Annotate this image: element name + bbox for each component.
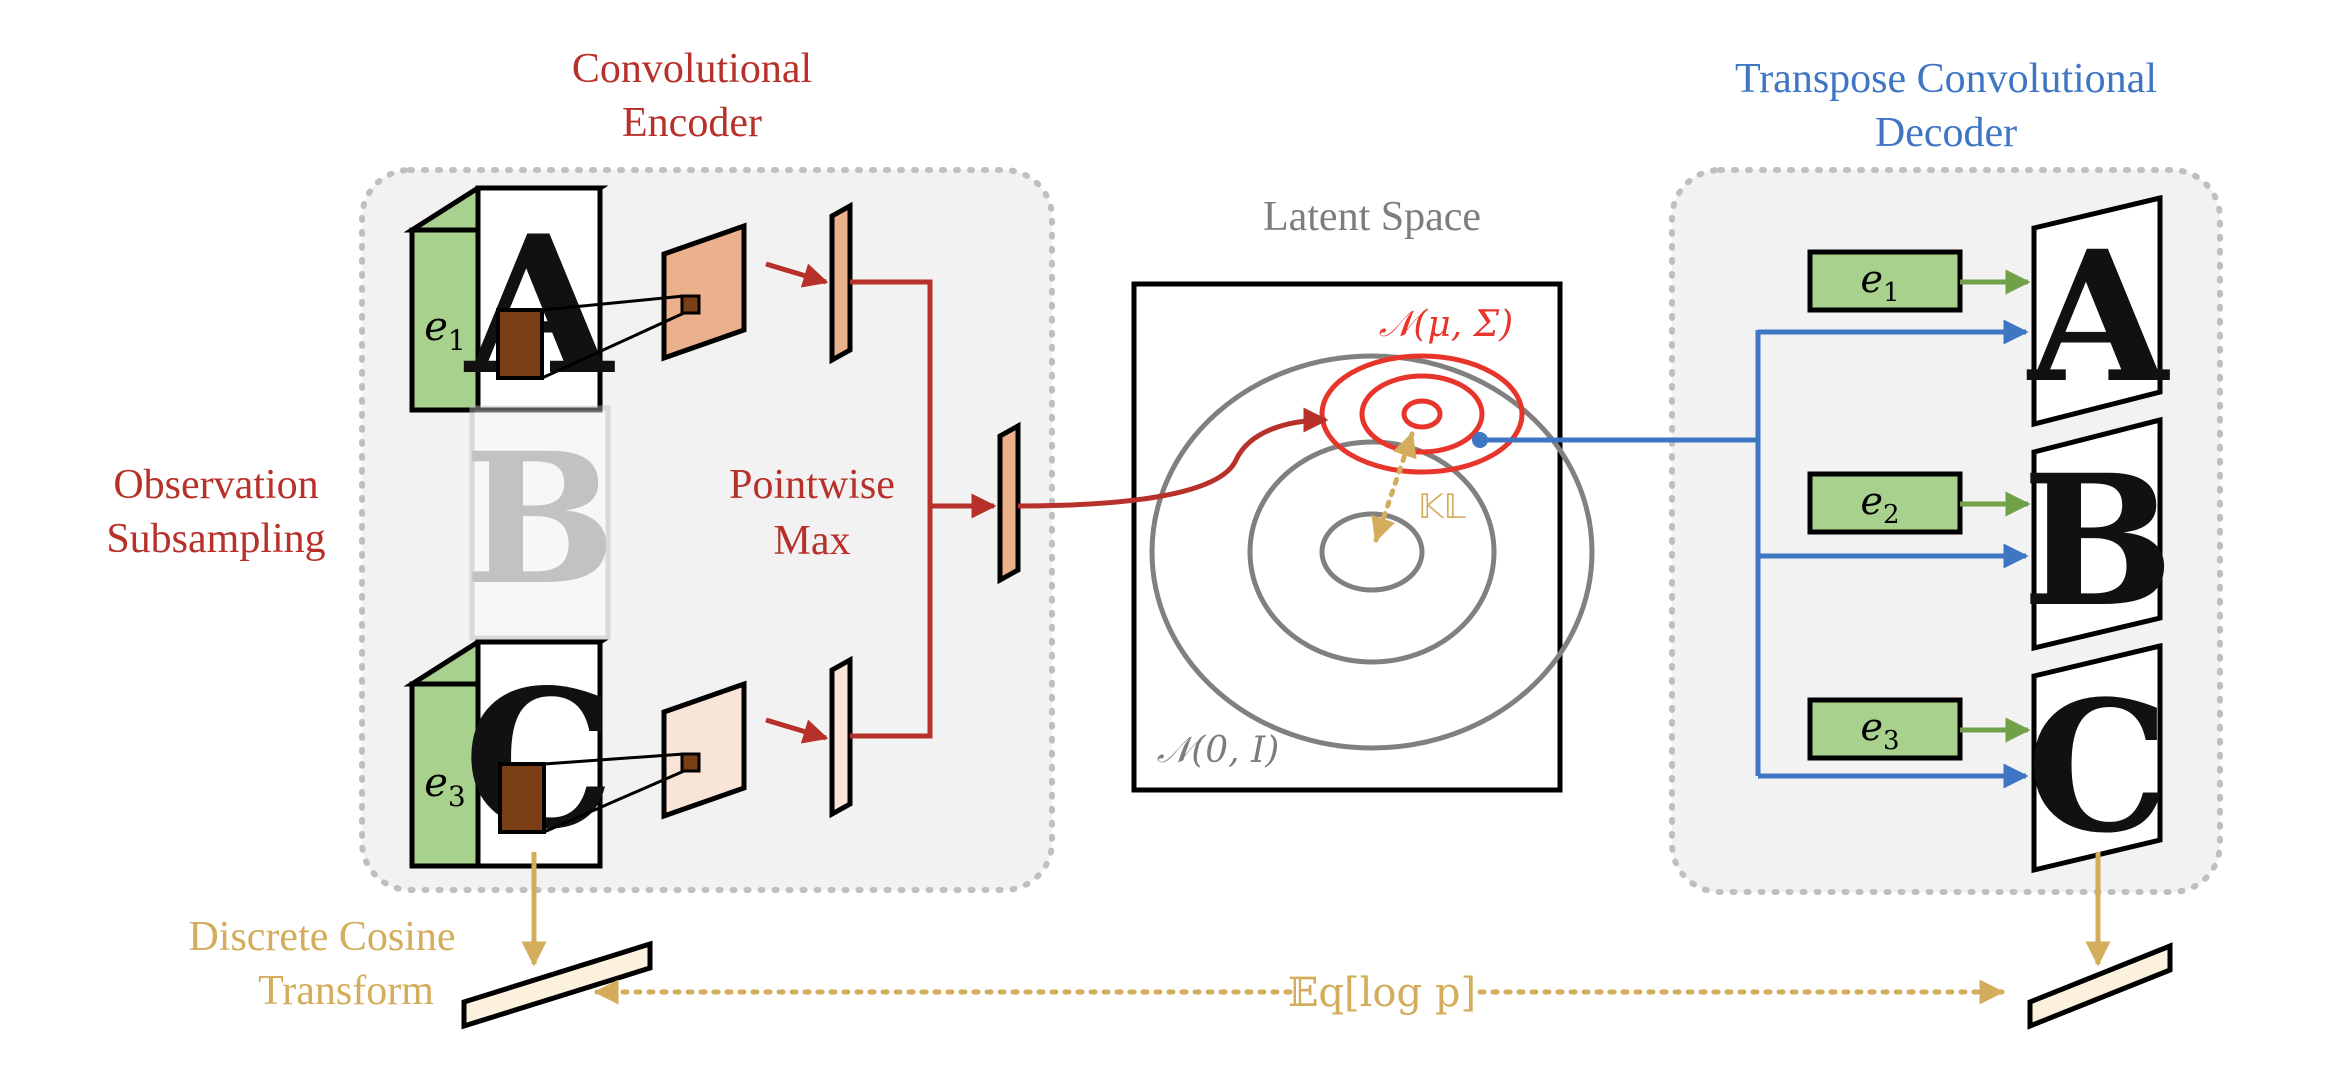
feature-pixel-3 [680, 752, 701, 773]
encoding-vector-3 [829, 655, 853, 819]
posterior-contour-middle [1359, 373, 1485, 455]
embedding-label-e1: e1 [424, 304, 466, 357]
feature-pixel-1 [680, 294, 701, 315]
decoder-embedding-label-e3: e3 [1860, 705, 1899, 756]
subsampling-label-line2: Subsampling [106, 516, 325, 562]
decoder-embedding-label-e2: e2 [1860, 479, 1899, 530]
reconstruction-frame-c [2031, 642, 2163, 874]
posterior-contour-inner [1401, 398, 1443, 430]
decoder-embedding-e2 [1807, 471, 1963, 535]
kernel-ray [541, 311, 685, 380]
conv-kernel-1 [496, 308, 544, 380]
decoder-title-line2: Decoder [1875, 110, 2017, 156]
reconstruction-glyph-b: B [2022, 436, 2174, 647]
subsampling-label-line1: Observation [113, 462, 318, 508]
decoder-embedding-label-e1: e1 [1860, 257, 1899, 308]
encoding-vector-1 [829, 201, 853, 365]
reconstruction-b: B [2022, 416, 2174, 652]
conv-kernel-3 [498, 762, 546, 834]
flatten-arrow-1 [765, 261, 829, 288]
reconstruction-frame-a [2031, 194, 2163, 428]
dct-label-line2: Transform [258, 968, 434, 1014]
pool-label-line1: Pointwise [729, 462, 895, 508]
embedding-label-e3: e3 [424, 760, 466, 813]
encoder-input-3: e3 C [403, 639, 615, 871]
decoder-title-line1: Transpose Convolutional [1735, 56, 2157, 102]
kernel-ray [543, 769, 685, 834]
pool-label-line2: Max [774, 518, 851, 564]
encoder-title-line1: Convolutional [572, 46, 812, 92]
reconstruction-c: C [2026, 642, 2170, 874]
reconstruction-glyph-a: A [2026, 212, 2170, 423]
reconstruction-a: A [2026, 194, 2170, 428]
prior-label: 𝒩(0, I) [1157, 730, 1280, 771]
kernel-ray [543, 752, 685, 766]
likelihood-label: 𝔼q[log p] [1288, 970, 1476, 1016]
flatten-arrow-3 [765, 717, 829, 744]
glyph-b-faded: B [464, 414, 616, 625]
encoder-title-line2: Encoder [622, 100, 762, 146]
dct-vector-right [2027, 942, 2173, 1030]
encode-to-posterior-arrow [1017, 407, 1329, 509]
dropped-observation: B [464, 405, 616, 641]
embedding-block-front [409, 681, 481, 869]
decoder-embedding-e1 [1807, 249, 1963, 313]
reconstruction-frame-b [2031, 416, 2163, 652]
max-pool-connector [850, 279, 933, 739]
dct-label-line1: Discrete Cosine [188, 914, 455, 960]
kl-label: 𝕂𝕃 [1418, 487, 1467, 527]
dct-vector-left [461, 940, 653, 1030]
latent-title: Latent Space [1263, 194, 1481, 240]
dropped-image-frame [469, 405, 611, 641]
encoder-input-1: e1 A [403, 185, 615, 417]
kernel-ray [541, 294, 685, 312]
posterior-label: 𝒩(μ, Σ) [1379, 304, 1513, 345]
prior-contour-outer [1149, 353, 1595, 751]
pooled-encoding-vector [997, 421, 1021, 585]
reconstruction-glyph-c: C [2026, 662, 2169, 873]
